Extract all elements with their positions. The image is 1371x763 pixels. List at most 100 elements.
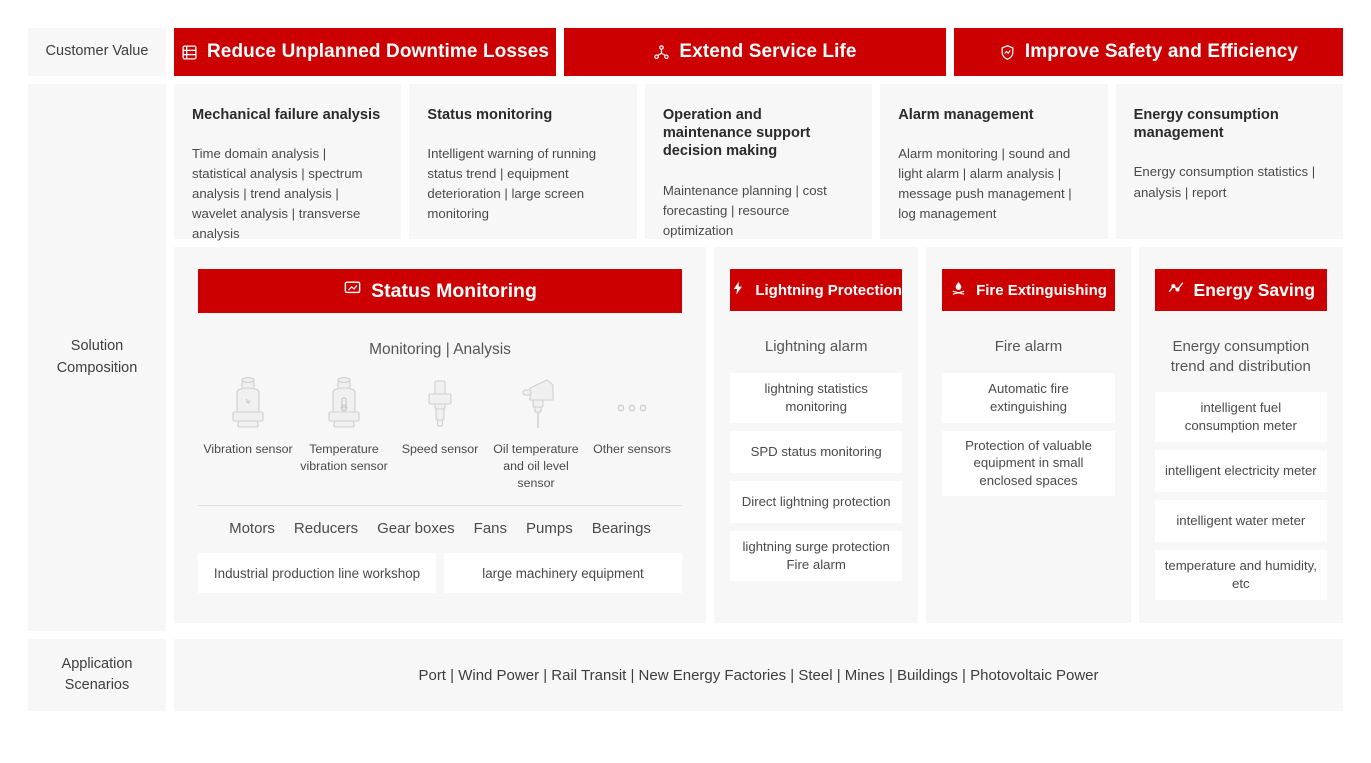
oil-sensor-icon [513, 374, 559, 434]
card-body: Maintenance planning | cost forecasting … [662, 182, 827, 238]
panel-header-fire-extinguishing[interactable]: Fire Extinguishing [942, 269, 1115, 311]
chip-lightning-statistics-monitoring[interactable]: lightning statistics monitoring [730, 372, 903, 423]
chip-lightning-surge-protection[interactable]: lightning surge protection Fire alarm [730, 530, 903, 581]
panel-fire-extinguishing: Fire Extinguishing Fire alarm Automatic … [926, 247, 1131, 623]
card-alarm-management[interactable]: Alarm management Alarm monitoring | soun… [880, 84, 1108, 239]
sensor-item-temperature-vibration[interactable]: Temperature vibration sensor [296, 374, 392, 491]
panel-subtitle-status-monitoring: Monitoring | Analysis [369, 341, 511, 358]
chip-automatic-fire-extinguishing[interactable]: Automatic fire extinguishing [942, 372, 1115, 423]
card-body: Time domain analysis | statistical analy… [192, 146, 363, 242]
equipment-list: Motors Reducers Gear boxes Fans Pumps Be… [198, 520, 682, 537]
fire-chip-list: Automatic fire extinguishing Protection … [942, 372, 1115, 496]
sensor-caption: Oil temperature and oil level sensor [493, 442, 579, 490]
customer-value-banners: Reduce Unplanned Downtime Losses Extend … [174, 28, 1343, 76]
card-title: Alarm management [898, 107, 1034, 123]
equipment-item[interactable]: Motors [229, 520, 275, 538]
lightning-chip-list: lightning statistics monitoring SPD stat… [730, 372, 903, 581]
card-body: Energy consumption statistics | analysis… [1133, 164, 1316, 200]
card-mechanical-failure-analysis[interactable]: Mechanical failure analysis Time domain … [174, 84, 402, 241]
vibration-sensor-icon [227, 374, 269, 434]
capability-cards: Mechanical failure analysis Time domain … [174, 84, 1344, 241]
node-network-icon [653, 44, 670, 61]
chip-direct-lightning-protection[interactable]: Direct lightning protection [730, 480, 903, 523]
sensor-item-oil[interactable]: Oil temperature and oil level sensor [488, 374, 584, 491]
rail-gap [166, 639, 174, 711]
solution-composition-content: Mechanical failure analysis Time domain … [174, 84, 1344, 631]
panel-subtitle-lightning-protection: Lightning alarm [764, 338, 868, 355]
trend-line-icon [1167, 279, 1185, 302]
sensor-caption: Vibration sensor [203, 442, 293, 457]
panel-header-label: Lightning Protection [755, 281, 902, 299]
panel-header-label: Status Monitoring [371, 279, 537, 302]
temperature-vibration-sensor-icon [323, 374, 365, 434]
panel-header-label: Fire Extinguishing [976, 281, 1107, 299]
equipment-item[interactable]: Gear boxes [377, 520, 455, 538]
panel-header-lightning-protection[interactable]: Lightning Protection [730, 269, 903, 311]
ellipsis-icon [611, 374, 653, 434]
chip-protection-valuable-equipment[interactable]: Protection of valuable equipment in smal… [942, 430, 1115, 496]
energy-chip-list: intelligent fuel consumption meter intel… [1154, 392, 1327, 600]
rail-line-2: Composition [56, 359, 138, 376]
equipment-item[interactable]: Fans [473, 520, 508, 538]
card-status-monitoring[interactable]: Status monitoring Intelligent warning of… [409, 84, 637, 239]
panel-header-label: Energy Saving [1193, 279, 1316, 300]
card-title: Mechanical failure analysis [192, 107, 381, 123]
equipment-item[interactable]: Reducers [293, 520, 359, 538]
rail-customer-value-label: Customer Value [45, 43, 149, 60]
rail-line-1: Solution [70, 338, 124, 355]
chip-intelligent-water-meter[interactable]: intelligent water meter [1154, 500, 1327, 542]
sensor-item-vibration[interactable]: Vibration sensor [200, 374, 296, 491]
card-body: Intelligent warning of running status tr… [427, 146, 597, 222]
lightning-bolt-icon [730, 280, 746, 300]
card-om-support-decision-making[interactable]: Operation and maintenance support decisi… [644, 84, 873, 239]
panel-header-energy-saving[interactable]: Energy Saving [1154, 269, 1327, 311]
sensor-caption: Other sensors [593, 442, 671, 457]
rail-solution-composition-label: Solution Composition [57, 336, 138, 378]
banner-improve-safety[interactable]: Improve Safety and Efficiency [954, 28, 1343, 76]
customer-value-row: Customer Value Reduce Unplanned Downtime… [28, 28, 1343, 76]
equipment-item[interactable]: Pumps [526, 520, 573, 538]
panel-status-monitoring: Status Monitoring Monitoring | Analysis [174, 247, 706, 623]
campfire-icon [950, 280, 967, 301]
chip-temperature-and-humidity[interactable]: temperature and humidity, etc [1154, 550, 1327, 600]
panel-lightning-protection: Lightning Protection Lightning alarm lig… [714, 247, 919, 623]
card-title: Energy consumption management [1133, 107, 1279, 142]
rail-line-1: Application [61, 655, 133, 672]
banner-reduce-downtime[interactable]: Reduce Unplanned Downtime Losses [174, 28, 556, 76]
shield-chart-icon [999, 44, 1016, 61]
panel-subtitle-energy-saving: Energy consumption trend and distributio… [1170, 338, 1311, 375]
panel-header-status-monitoring[interactable]: Status Monitoring [198, 269, 682, 313]
sensor-caption: Temperature vibration sensor [300, 442, 388, 473]
panel-subtitle-fire-extinguishing: Fire alarm [994, 338, 1063, 355]
application-scenarios-row: Application Scenarios Port | Wind Power … [28, 639, 1343, 711]
panel-divider [198, 505, 682, 507]
application-scenarios-text: Port | Wind Power | Rail Transit | New E… [174, 639, 1343, 711]
banner-label: Reduce Unplanned Downtime Losses [206, 41, 550, 62]
banner-label: Improve Safety and Efficiency [1024, 41, 1299, 62]
chip-spd-status-monitoring[interactable]: SPD status monitoring [730, 430, 903, 473]
card-body: Alarm monitoring | sound and light alarm… [898, 146, 1072, 222]
sensor-item-other[interactable]: Other sensors [584, 374, 680, 491]
chip-intelligent-electricity-meter[interactable]: intelligent electricity meter [1154, 450, 1327, 492]
deployment-targets: Industrial production line workshop larg… [198, 553, 682, 594]
card-energy-consumption-management[interactable]: Energy consumption management Energy con… [1115, 84, 1344, 239]
rail-solution-composition: Solution Composition [28, 84, 166, 631]
chip-intelligent-fuel-consumption-meter[interactable]: intelligent fuel consumption meter [1154, 392, 1327, 442]
rail-customer-value: Customer Value [28, 28, 166, 76]
deployment-target-industrial-line[interactable]: Industrial production line workshop [198, 553, 436, 594]
equipment-item[interactable]: Bearings [591, 520, 651, 538]
panel-energy-saving: Energy Saving Energy consumption trend a… [1138, 247, 1343, 623]
sensor-caption: Speed sensor [401, 442, 479, 457]
banner-label: Extend Service Life [679, 41, 857, 62]
rail-gap [166, 28, 174, 76]
solution-panels: Status Monitoring Monitoring | Analysis [174, 247, 1343, 623]
card-title: Operation and maintenance support decisi… [662, 107, 811, 160]
rail-application-scenarios: Application Scenarios [28, 639, 166, 711]
rail-gap [166, 84, 174, 631]
deployment-target-large-machinery[interactable]: large machinery equipment [444, 553, 682, 594]
monitor-icon [343, 279, 362, 304]
solution-composition-row: Solution Composition Mechanical failure … [28, 84, 1344, 631]
sensor-item-speed[interactable]: Speed sensor [392, 374, 488, 491]
sensor-list: Vibration sensor [198, 374, 682, 491]
banner-extend-service-life[interactable]: Extend Service Life [564, 28, 946, 76]
